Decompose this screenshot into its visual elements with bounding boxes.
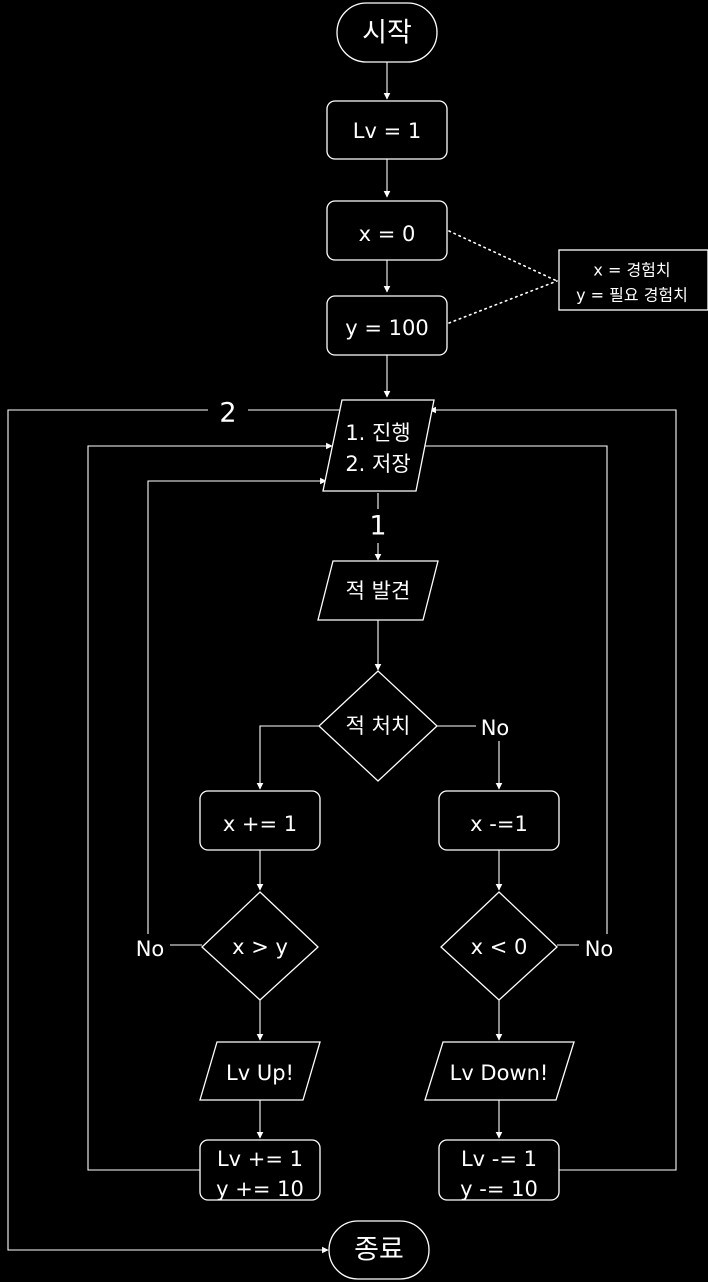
edge-menu-end xyxy=(7,409,340,1254)
levelup-condition-decision: x > y xyxy=(201,891,319,1001)
end-node: 종료 xyxy=(328,1220,430,1280)
enemy-found-label: 적 발견 xyxy=(346,579,411,603)
defeat-no-label: No xyxy=(481,716,510,740)
leveldown-label: Lv Down! xyxy=(450,1061,549,1085)
levelup-no-label: No xyxy=(136,937,165,961)
note-link-x xyxy=(448,230,558,282)
levelup-condition-label: x > y xyxy=(232,935,288,959)
x-inc-label: x += 1 xyxy=(223,812,297,836)
leveldown-update-line-1: Lv -= 1 xyxy=(461,1147,537,1171)
edge-cond-down-no xyxy=(417,442,608,946)
edge-upupdate-menu xyxy=(87,442,333,1171)
levelup-update-line-2: y += 10 xyxy=(216,1177,304,1201)
levelup-node: Lv Up! xyxy=(199,1041,321,1101)
x-init-node: x = 0 xyxy=(326,200,448,261)
lv-init-node: Lv = 1 xyxy=(326,100,448,160)
note-link-y xyxy=(448,280,558,324)
end-label: 종료 xyxy=(354,1235,404,1266)
levelup-update-line-1: Lv += 1 xyxy=(217,1147,303,1171)
y-init-label: y = 100 xyxy=(345,316,428,340)
start-label: 시작 xyxy=(362,18,412,49)
enemy-found-node: 적 발견 xyxy=(317,560,439,621)
enemy-defeated-decision: 적 처치 xyxy=(318,670,438,782)
edge-cond-up-no xyxy=(147,477,327,946)
y-init-node: y = 100 xyxy=(326,295,448,356)
leveldown-update-line-2: y -= 10 xyxy=(460,1177,538,1201)
note-box: x = 경험치 y = 필요 경험치 xyxy=(558,249,708,311)
edge-defeat-xinc xyxy=(256,725,319,790)
menu-option-2: 2. 저장 xyxy=(345,452,410,476)
edge-downupdate-menu xyxy=(429,406,677,1171)
levelup-update-node: Lv += 1 y += 10 xyxy=(199,1139,321,1201)
start-node: 시작 xyxy=(336,2,438,63)
leveldown-condition-decision: x < 0 xyxy=(440,891,558,1001)
leveldown-no-label: No xyxy=(585,937,614,961)
note-line-2: y = 필요 경험치 xyxy=(576,286,688,305)
note-line-1: x = 경험치 xyxy=(593,261,670,280)
leveldown-node: Lv Down! xyxy=(424,1041,575,1101)
x-inc-node: x += 1 xyxy=(199,790,321,851)
lv-init-label: Lv = 1 xyxy=(353,119,421,143)
levelup-label: Lv Up! xyxy=(226,1061,294,1085)
x-dec-node: x -=1 xyxy=(438,790,560,851)
x-init-label: x = 0 xyxy=(359,222,416,246)
leveldown-update-node: Lv -= 1 y -= 10 xyxy=(438,1139,560,1201)
choice-1-label: 1 xyxy=(369,511,386,542)
leveldown-condition-label: x < 0 xyxy=(471,935,528,959)
enemy-defeated-label: 적 처치 xyxy=(346,714,411,738)
x-dec-label: x -=1 xyxy=(470,812,528,836)
choice-2-label: 2 xyxy=(219,398,236,429)
menu-option-1: 1. 진행 xyxy=(345,421,410,445)
menu-node: 1. 진행 2. 저장 xyxy=(322,399,435,492)
